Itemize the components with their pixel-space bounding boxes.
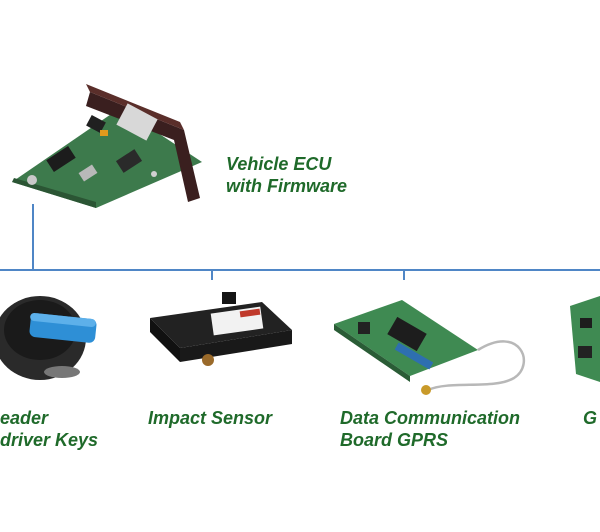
vehicle-ecu-label: Vehicle ECU with Firmware — [226, 153, 347, 197]
gprs-board-label-line1: Data Communication — [340, 408, 521, 428]
gprs-board-label-line2: Board GPRS — [340, 430, 449, 450]
vehicle-ecu-label-line1: Vehicle ECU — [226, 154, 332, 174]
impact-sensor-label: Impact Sensor — [148, 407, 272, 429]
impact-sensor-image — [150, 292, 292, 366]
partial-label: G — [583, 407, 597, 429]
key-reader-label-line2: driver Keys — [0, 430, 99, 450]
gprs-board-image — [334, 300, 526, 395]
key-reader-label: eader driver Keys — [0, 407, 98, 451]
vehicle-ecu-label-line2: with Firmware — [226, 176, 348, 196]
partial-label-line1: G — [583, 408, 598, 428]
partial-board-image — [570, 296, 600, 382]
gprs-board-label: Data Communication Board GPRS — [340, 407, 520, 451]
key-reader-label-line1: eader — [0, 408, 49, 428]
impact-sensor-label-line1: Impact Sensor — [148, 408, 273, 428]
vehicle-ecu-image — [12, 84, 202, 208]
key-reader-image — [0, 296, 97, 380]
